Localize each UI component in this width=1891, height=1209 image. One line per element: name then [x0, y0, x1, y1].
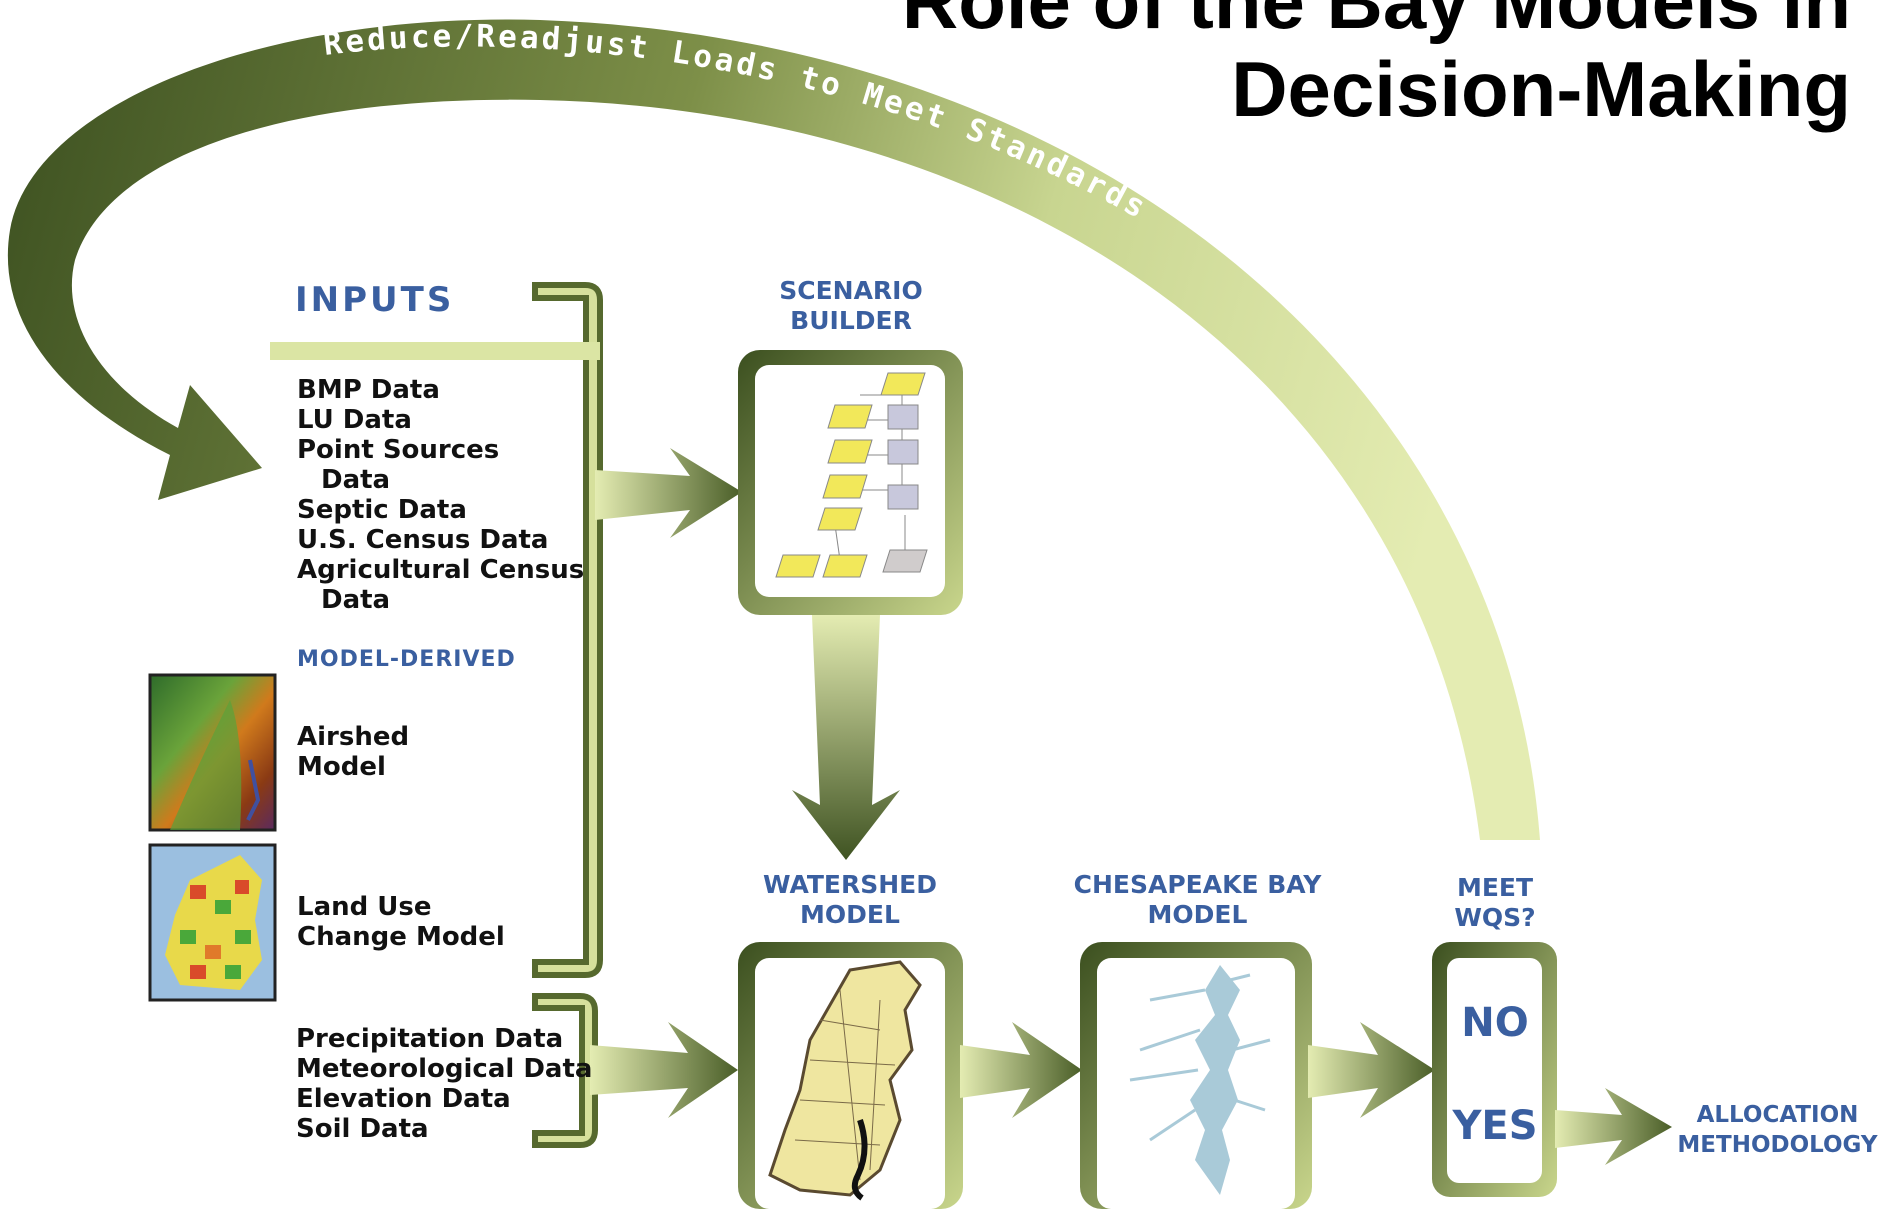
inputs-item: U.S. Census Data	[297, 525, 549, 555]
feedback-loop-arrow	[7, 19, 1541, 841]
model-derived-header: MODEL-DERIVED	[297, 647, 516, 672]
inputs-item: Data	[321, 465, 391, 495]
bay-to-wqs-arrow	[1308, 1022, 1435, 1118]
watershed-model-label: WATERSHED MODEL	[763, 870, 937, 929]
scenario-to-watershed-arrow	[792, 615, 900, 860]
physical-data-list: Precipitation Data Meteorological Data E…	[296, 1024, 593, 1144]
wqs-yes-label: YES	[1452, 1103, 1538, 1149]
watershed-map-thumbnail	[768, 960, 922, 1197]
inputs-header: INPUTS	[295, 280, 455, 320]
inputs-item: Septic Data	[297, 495, 467, 525]
allocation-methodology-label: ALLOCATION METHODOLOGY	[1677, 1102, 1878, 1158]
wqs-no-label: NO	[1461, 1000, 1529, 1046]
wqs-to-allocation-arrow	[1555, 1088, 1672, 1165]
title-line-1: Role of the Bay Models in	[901, 0, 1851, 45]
inputs-item: LU Data	[297, 405, 412, 435]
bay-model-label: CHESAPEAKE BAY MODEL	[1073, 870, 1322, 929]
land-use-model-label: Land Use Change Model	[297, 892, 505, 952]
inputs-item: Point Sources	[297, 435, 500, 465]
meet-wqs-label: MEET WQS?	[1454, 873, 1536, 932]
inputs-item: BMP Data	[297, 375, 440, 405]
physical-data-bracket	[532, 993, 598, 1148]
inputs-item: Data	[321, 585, 391, 615]
title-line-2: Decision-Making	[1231, 45, 1851, 133]
data-to-watershed-arrow	[590, 1022, 738, 1118]
bay-map-thumbnail	[1190, 965, 1240, 1195]
flowchart-thumbnail	[775, 372, 928, 578]
inputs-underline	[270, 342, 600, 360]
watershed-to-bay-arrow	[960, 1022, 1082, 1118]
scenario-builder-label: SCENARIO BUILDER	[779, 276, 923, 335]
inputs-to-scenario-arrow	[595, 448, 742, 538]
airshed-model-label: Airshed Model	[297, 722, 410, 782]
inputs-item: Agricultural Census	[297, 555, 585, 585]
